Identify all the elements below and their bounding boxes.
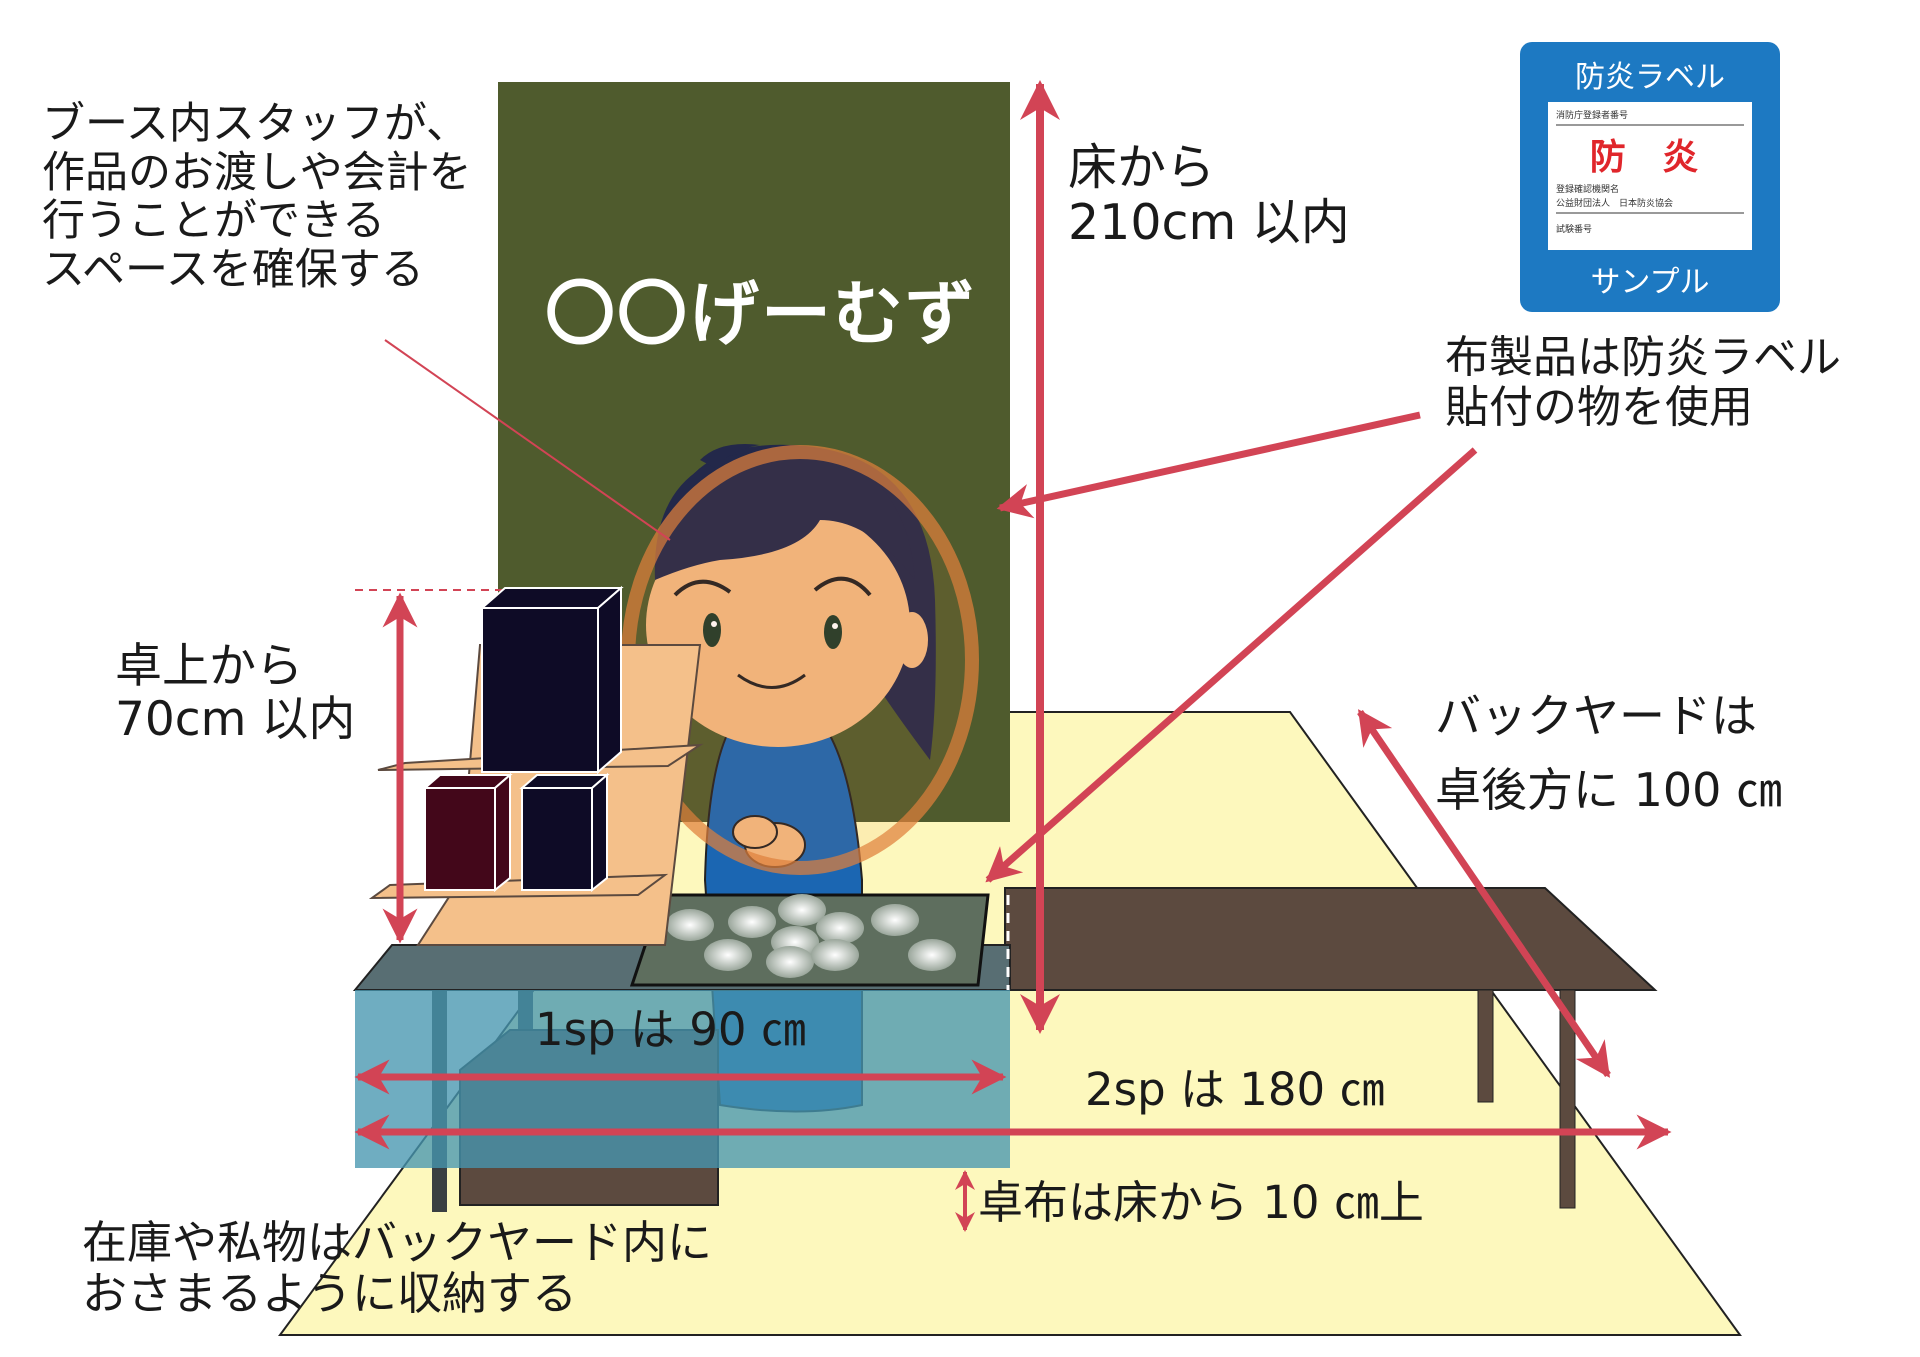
staff-hand	[732, 815, 778, 849]
back-table-top	[1004, 887, 1658, 991]
staff-space-note: ブース内スタッフが、 作品のお渡しや会計を 行うことができる スペースを確保する	[42, 99, 472, 295]
staff-eyebrow	[673, 579, 732, 597]
product-box	[424, 787, 496, 891]
fire-label-test-no: 試験番号	[1556, 225, 1593, 235]
product-box	[521, 787, 593, 891]
staff-ear	[896, 612, 928, 668]
fire-label-bottom-text: サンプル	[1590, 265, 1710, 300]
tablecloth-note: 卓布は床から 10 ㎝上	[978, 1176, 1424, 1229]
fabric-arrow-banner	[996, 411, 1421, 519]
fire-label-top-text: 防炎ラベル	[1575, 60, 1725, 95]
banner-title: 〇〇げーむず	[545, 273, 977, 355]
staff-hair-tuft	[700, 444, 760, 468]
storage-note: 在庫や私物はバックヤード内に おさまるように収納する	[82, 1216, 713, 1320]
height-table-note: 卓上から 70cm 以内	[115, 639, 356, 748]
staff-eye	[824, 615, 842, 649]
fabric-arrow-tablecloth	[985, 447, 1478, 883]
staff-face	[646, 503, 910, 747]
backyard-note: バックヤードは 卓後方に 100 ㎝	[1435, 689, 1783, 817]
height-floor-note: 床から 210cm 以内	[1068, 139, 1350, 252]
staff-eyebrow	[813, 576, 872, 597]
staff-space-leader	[384, 339, 671, 541]
fire-label-org1: 登録確認機関名	[1556, 185, 1620, 195]
staff-eye	[703, 613, 721, 647]
staff-mouth	[737, 673, 806, 689]
one-sp-note: 1sp は 90 ㎝	[535, 1003, 806, 1056]
two-sp-note: 2sp は 180 ㎝	[1085, 1063, 1385, 1116]
back-table-leg	[1477, 989, 1494, 1103]
fire-label-big-text: 防 炎	[1589, 137, 1711, 178]
fire-label-org2: 公益財団法人 日本防炎協会	[1556, 199, 1674, 209]
game-pieces	[666, 894, 956, 978]
fire-label-sample: 防炎ラベル 消防庁登録者番号 防 炎 登録確認機関名 公益財団法人 日本防炎協会…	[1520, 42, 1780, 312]
fire-label-card: 消防庁登録者番号 防 炎 登録確認機関名 公益財団法人 日本防炎協会 試験番号	[1548, 102, 1752, 250]
fabric-note: 布製品は防炎ラベル 貼付の物を使用	[1445, 332, 1841, 433]
product-box	[481, 607, 599, 773]
backyard-arrow	[1357, 709, 1611, 1078]
fire-label-reg-no: 消防庁登録者番号	[1556, 111, 1629, 121]
